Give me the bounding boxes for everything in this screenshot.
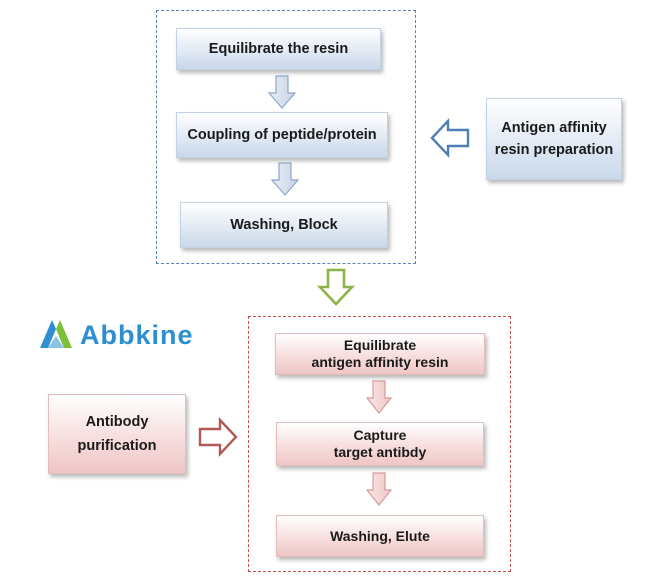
right-arrow-icon bbox=[198, 416, 238, 458]
down-arrow-icon bbox=[267, 75, 297, 109]
down-arrow-icon bbox=[270, 162, 300, 196]
abbkine-logo: Abbkine bbox=[36, 316, 226, 354]
antigen-resin-prep-box: Antigen affinity resin preparation bbox=[486, 98, 622, 180]
step-equilibrate-resin: Equilibrate the resin bbox=[176, 28, 381, 70]
antigen-resin-prep-label: Antigen affinity resin preparation bbox=[494, 120, 614, 158]
down-arrow-icon bbox=[365, 472, 393, 506]
step-capture: Capture target antibdy bbox=[276, 422, 484, 466]
step-equilibrate-resin-label: Equilibrate the resin bbox=[208, 40, 349, 57]
step-capture-label: Capture target antibdy bbox=[333, 427, 427, 460]
antibody-purification-label: Antibody purification bbox=[77, 414, 157, 454]
down-arrow-icon bbox=[316, 268, 356, 306]
step-equilibrate-affinity-resin-label: Equilibrate antigen affinity resin bbox=[311, 337, 449, 370]
step-coupling: Coupling of peptide/protein bbox=[176, 112, 388, 158]
abbkine-logo-mark-icon bbox=[40, 320, 72, 348]
step-equilibrate-affinity-resin: Equilibrate antigen affinity resin bbox=[275, 333, 485, 375]
step-washing-block-label: Washing, Block bbox=[230, 216, 338, 233]
step-washing-elute: Washing, Elute bbox=[276, 515, 484, 557]
abbkine-logo-text: Abbkine bbox=[80, 319, 194, 350]
antibody-purification-group bbox=[248, 316, 511, 572]
step-coupling-label: Coupling of peptide/protein bbox=[187, 126, 377, 143]
step-washing-elute-label: Washing, Elute bbox=[330, 527, 430, 544]
left-arrow-icon bbox=[430, 117, 470, 159]
step-washing-block: Washing, Block bbox=[180, 202, 388, 248]
down-arrow-icon bbox=[365, 380, 393, 414]
antibody-purification-box: Antibody purification bbox=[48, 394, 186, 474]
resin-prep-group bbox=[156, 10, 416, 264]
